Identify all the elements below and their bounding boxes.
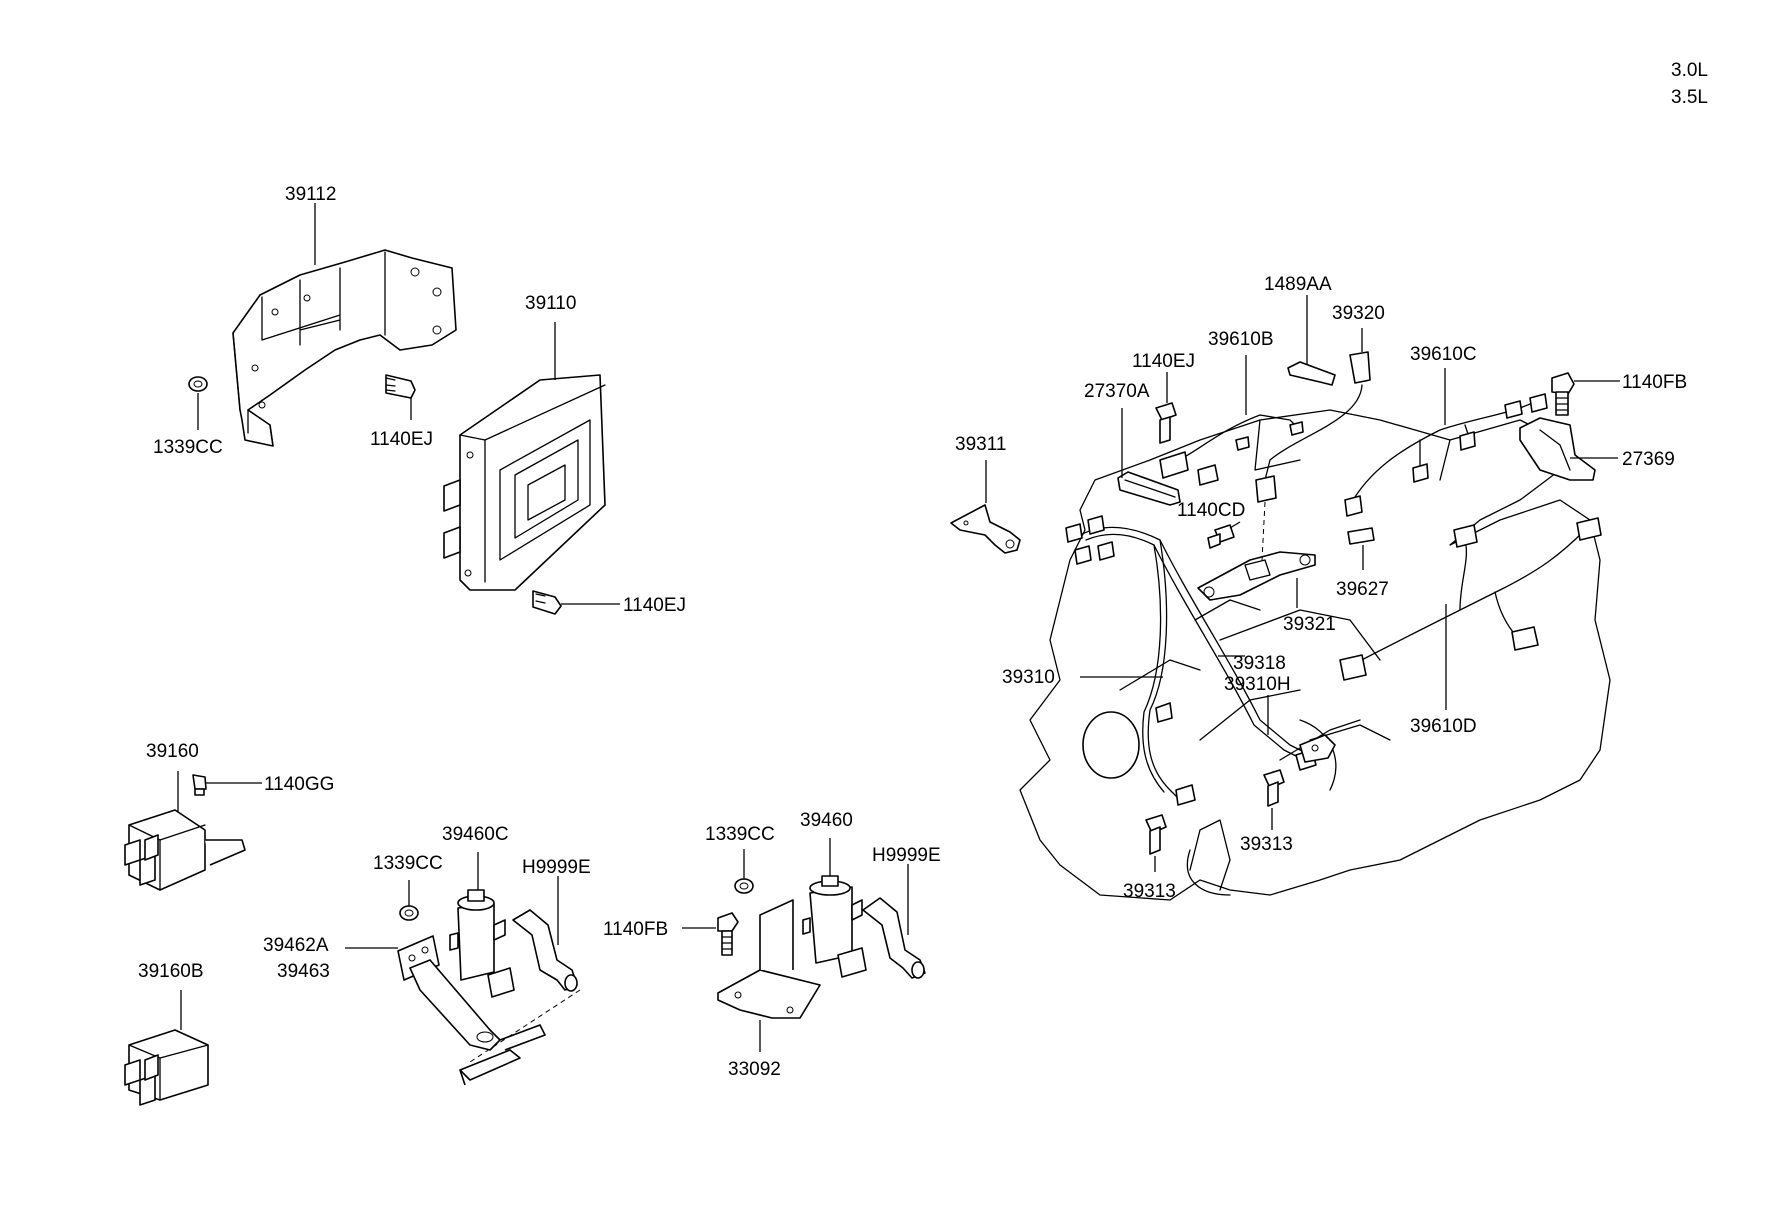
- bolt-1140cd[interactable]: [1207, 524, 1235, 549]
- bolt-1140gg[interactable]: [192, 774, 207, 796]
- part-39627[interactable]: [1347, 527, 1375, 545]
- callout-39313-b: 39313: [1123, 881, 1176, 902]
- sensor-39318[interactable]: [1299, 734, 1336, 763]
- bolt-39313-b[interactable]: [1145, 814, 1167, 855]
- callout-39320: 39320: [1332, 303, 1385, 324]
- harness-39610c[interactable]: [1344, 393, 1548, 517]
- callout-1140gg: 1140GG: [264, 774, 334, 795]
- clip-1489aa[interactable]: [1287, 361, 1336, 386]
- callout-39610c: 39610C: [1410, 344, 1477, 365]
- callout-1339cc-b: 1339CC: [373, 853, 443, 874]
- callout-39112: 39112: [285, 184, 336, 205]
- hose-h9999e-a[interactable]: [512, 909, 578, 992]
- callout-27370a: 27370A: [1084, 381, 1150, 402]
- callout-39460c: 39460C: [442, 824, 509, 845]
- relay-39160[interactable]: [124, 809, 246, 891]
- callout-1140ej-b: 1140EJ: [623, 595, 686, 616]
- nut-1339cc-a[interactable]: [188, 376, 208, 392]
- bracket-27370a[interactable]: [1117, 471, 1181, 506]
- callout-39463: 39463: [277, 961, 330, 982]
- callout-39160: 39160: [146, 741, 199, 762]
- callout-39462a: 39462A: [263, 935, 329, 956]
- sensor-39320[interactable]: [1255, 351, 1371, 561]
- callout-39110: 39110: [525, 293, 576, 314]
- callout-1489aa: 1489AA: [1264, 274, 1332, 295]
- callout-1339cc-a: 1339CC: [153, 437, 223, 458]
- bracket-39311[interactable]: [950, 504, 1021, 554]
- callout-1140fb-a: 1140FB: [603, 919, 668, 940]
- relay-39160b[interactable]: [124, 1029, 209, 1106]
- harness-39610d[interactable]: [1339, 517, 1602, 681]
- callout-39318: 39318: [1233, 653, 1286, 674]
- callout-1140cd: 1140CD: [1177, 500, 1245, 521]
- callout-39321: 39321: [1283, 614, 1336, 635]
- callout-39160b: 39160B: [138, 961, 204, 982]
- bolt-1140ej-b[interactable]: [532, 590, 562, 615]
- callout-39313-a: 39313: [1240, 834, 1293, 855]
- bracket-39462a[interactable]: [397, 935, 546, 1086]
- bolt-1140ej-c[interactable]: [1155, 402, 1177, 444]
- callout-h9999e-b: H9999E: [872, 845, 941, 866]
- callout-h9999e-a: H9999E: [522, 857, 591, 878]
- solenoid-valve-39460[interactable]: [802, 875, 867, 978]
- ecu-unit-39110[interactable]: [443, 374, 606, 591]
- engine-block: [1019, 409, 1611, 901]
- engine-variant-3-5l: 3.5L: [1671, 87, 1708, 108]
- callout-39310h: 39310H: [1224, 674, 1291, 695]
- callout-39310: 39310: [1002, 667, 1055, 688]
- bolt-1140ej-a[interactable]: [385, 374, 416, 399]
- callout-1339cc-c: 1339CC: [705, 824, 775, 845]
- callout-1140ej-c: 1140EJ: [1132, 351, 1195, 372]
- bracket-33092[interactable]: [717, 899, 821, 1019]
- solenoid-valve-39460c[interactable]: [449, 889, 515, 998]
- nut-1339cc-c[interactable]: [734, 878, 754, 894]
- callout-39460: 39460: [800, 810, 853, 831]
- bracket-27369[interactable]: [1519, 417, 1596, 481]
- callout-1140fb-b: 1140FB: [1622, 372, 1687, 393]
- nut-1339cc-b[interactable]: [399, 905, 419, 921]
- callout-27369: 27369: [1622, 449, 1675, 470]
- hose-h9999e-b[interactable]: [862, 897, 926, 979]
- callout-1140ej-a: 1140EJ: [370, 429, 433, 450]
- engine-variant-3-0l: 3.0L: [1671, 60, 1708, 81]
- bolt-1140fb-b[interactable]: [1551, 372, 1575, 416]
- callout-39627: 39627: [1336, 579, 1389, 600]
- callout-39610d: 39610D: [1410, 716, 1477, 737]
- bolt-39313-a[interactable]: [1263, 769, 1285, 807]
- wiring-harness-39310[interactable]: [1065, 515, 1317, 806]
- callout-39610b: 39610B: [1208, 329, 1274, 350]
- callout-39311: 39311: [955, 434, 1006, 455]
- ecu-bracket-39112[interactable]: [232, 249, 457, 447]
- sensor-bracket-39321[interactable]: [1197, 551, 1316, 601]
- bolt-1140fb-a[interactable]: [717, 912, 739, 956]
- harness-39610b[interactable]: [1159, 414, 1304, 486]
- callout-33092: 33092: [728, 1059, 781, 1080]
